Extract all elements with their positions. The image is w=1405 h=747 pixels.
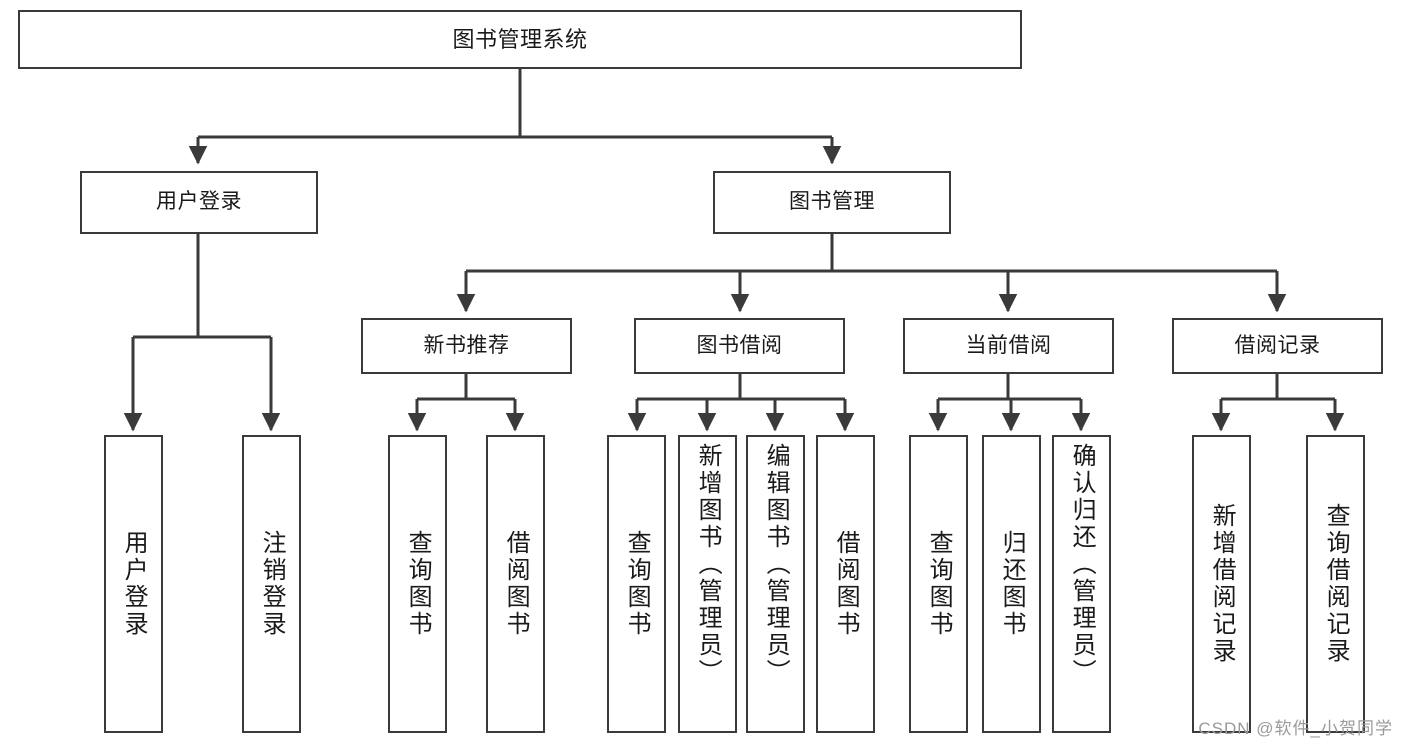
node-book-management-label: 图书管理 [789, 190, 875, 214]
node-book-borrow-label: 图书借阅 [696, 333, 783, 357]
node-leaf-confirm-return-label: 确认归还（管理员） [1068, 443, 1096, 686]
node-leaf-confirm-return[interactable]: 确认归还（管理员） [1052, 435, 1111, 733]
node-leaf-query-book-2-label: 查询图书 [623, 530, 651, 638]
node-user-login-label: 用户登录 [156, 190, 242, 214]
node-leaf-user-login[interactable]: 用户登录 [104, 435, 163, 733]
node-leaf-user-login-label: 用户登录 [120, 530, 148, 638]
node-root[interactable]: 图书管理系统 [18, 10, 1022, 69]
node-leaf-query-book-3-label: 查询图书 [925, 530, 953, 638]
node-leaf-add-record[interactable]: 新增借阅记录 [1192, 435, 1251, 733]
node-leaf-borrow-book-2-label: 借阅图书 [832, 530, 860, 638]
node-leaf-query-book-3[interactable]: 查询图书 [909, 435, 968, 733]
node-new-book-recommend-label: 新书推荐 [423, 333, 510, 357]
node-leaf-return-book-label: 归还图书 [998, 530, 1026, 638]
node-leaf-logout-login[interactable]: 注销登录 [242, 435, 301, 733]
node-leaf-borrow-book-1-label: 借阅图书 [502, 530, 530, 638]
node-leaf-query-book-1[interactable]: 查询图书 [388, 435, 447, 733]
csdn-watermark: CSDN @软件_小贺同学 [1198, 719, 1393, 738]
node-leaf-return-book[interactable]: 归还图书 [982, 435, 1041, 733]
node-leaf-add-book-label: 新增图书（管理员） [694, 443, 722, 686]
node-book-management[interactable]: 图书管理 [713, 171, 951, 234]
node-leaf-query-record[interactable]: 查询借阅记录 [1306, 435, 1365, 733]
node-leaf-query-record-label: 查询借阅记录 [1322, 503, 1350, 665]
node-new-book-recommend[interactable]: 新书推荐 [361, 318, 572, 374]
node-leaf-edit-book[interactable]: 编辑图书（管理员） [746, 435, 805, 733]
node-leaf-add-record-label: 新增借阅记录 [1208, 503, 1236, 665]
node-user-login[interactable]: 用户登录 [80, 171, 318, 234]
node-borrow-record[interactable]: 借阅记录 [1172, 318, 1383, 374]
node-leaf-borrow-book-1[interactable]: 借阅图书 [486, 435, 545, 733]
node-root-label: 图书管理系统 [452, 26, 588, 52]
node-leaf-logout-login-label: 注销登录 [258, 530, 286, 638]
node-leaf-add-book[interactable]: 新增图书（管理员） [678, 435, 737, 733]
node-current-borrow[interactable]: 当前借阅 [903, 318, 1114, 374]
node-leaf-query-book-2[interactable]: 查询图书 [607, 435, 666, 733]
node-borrow-record-label: 借阅记录 [1234, 333, 1321, 357]
node-leaf-query-book-1-label: 查询图书 [404, 530, 432, 638]
node-book-borrow[interactable]: 图书借阅 [634, 318, 845, 374]
node-current-borrow-label: 当前借阅 [965, 333, 1052, 357]
node-leaf-edit-book-label: 编辑图书（管理员） [762, 443, 790, 686]
node-leaf-borrow-book-2[interactable]: 借阅图书 [816, 435, 875, 733]
